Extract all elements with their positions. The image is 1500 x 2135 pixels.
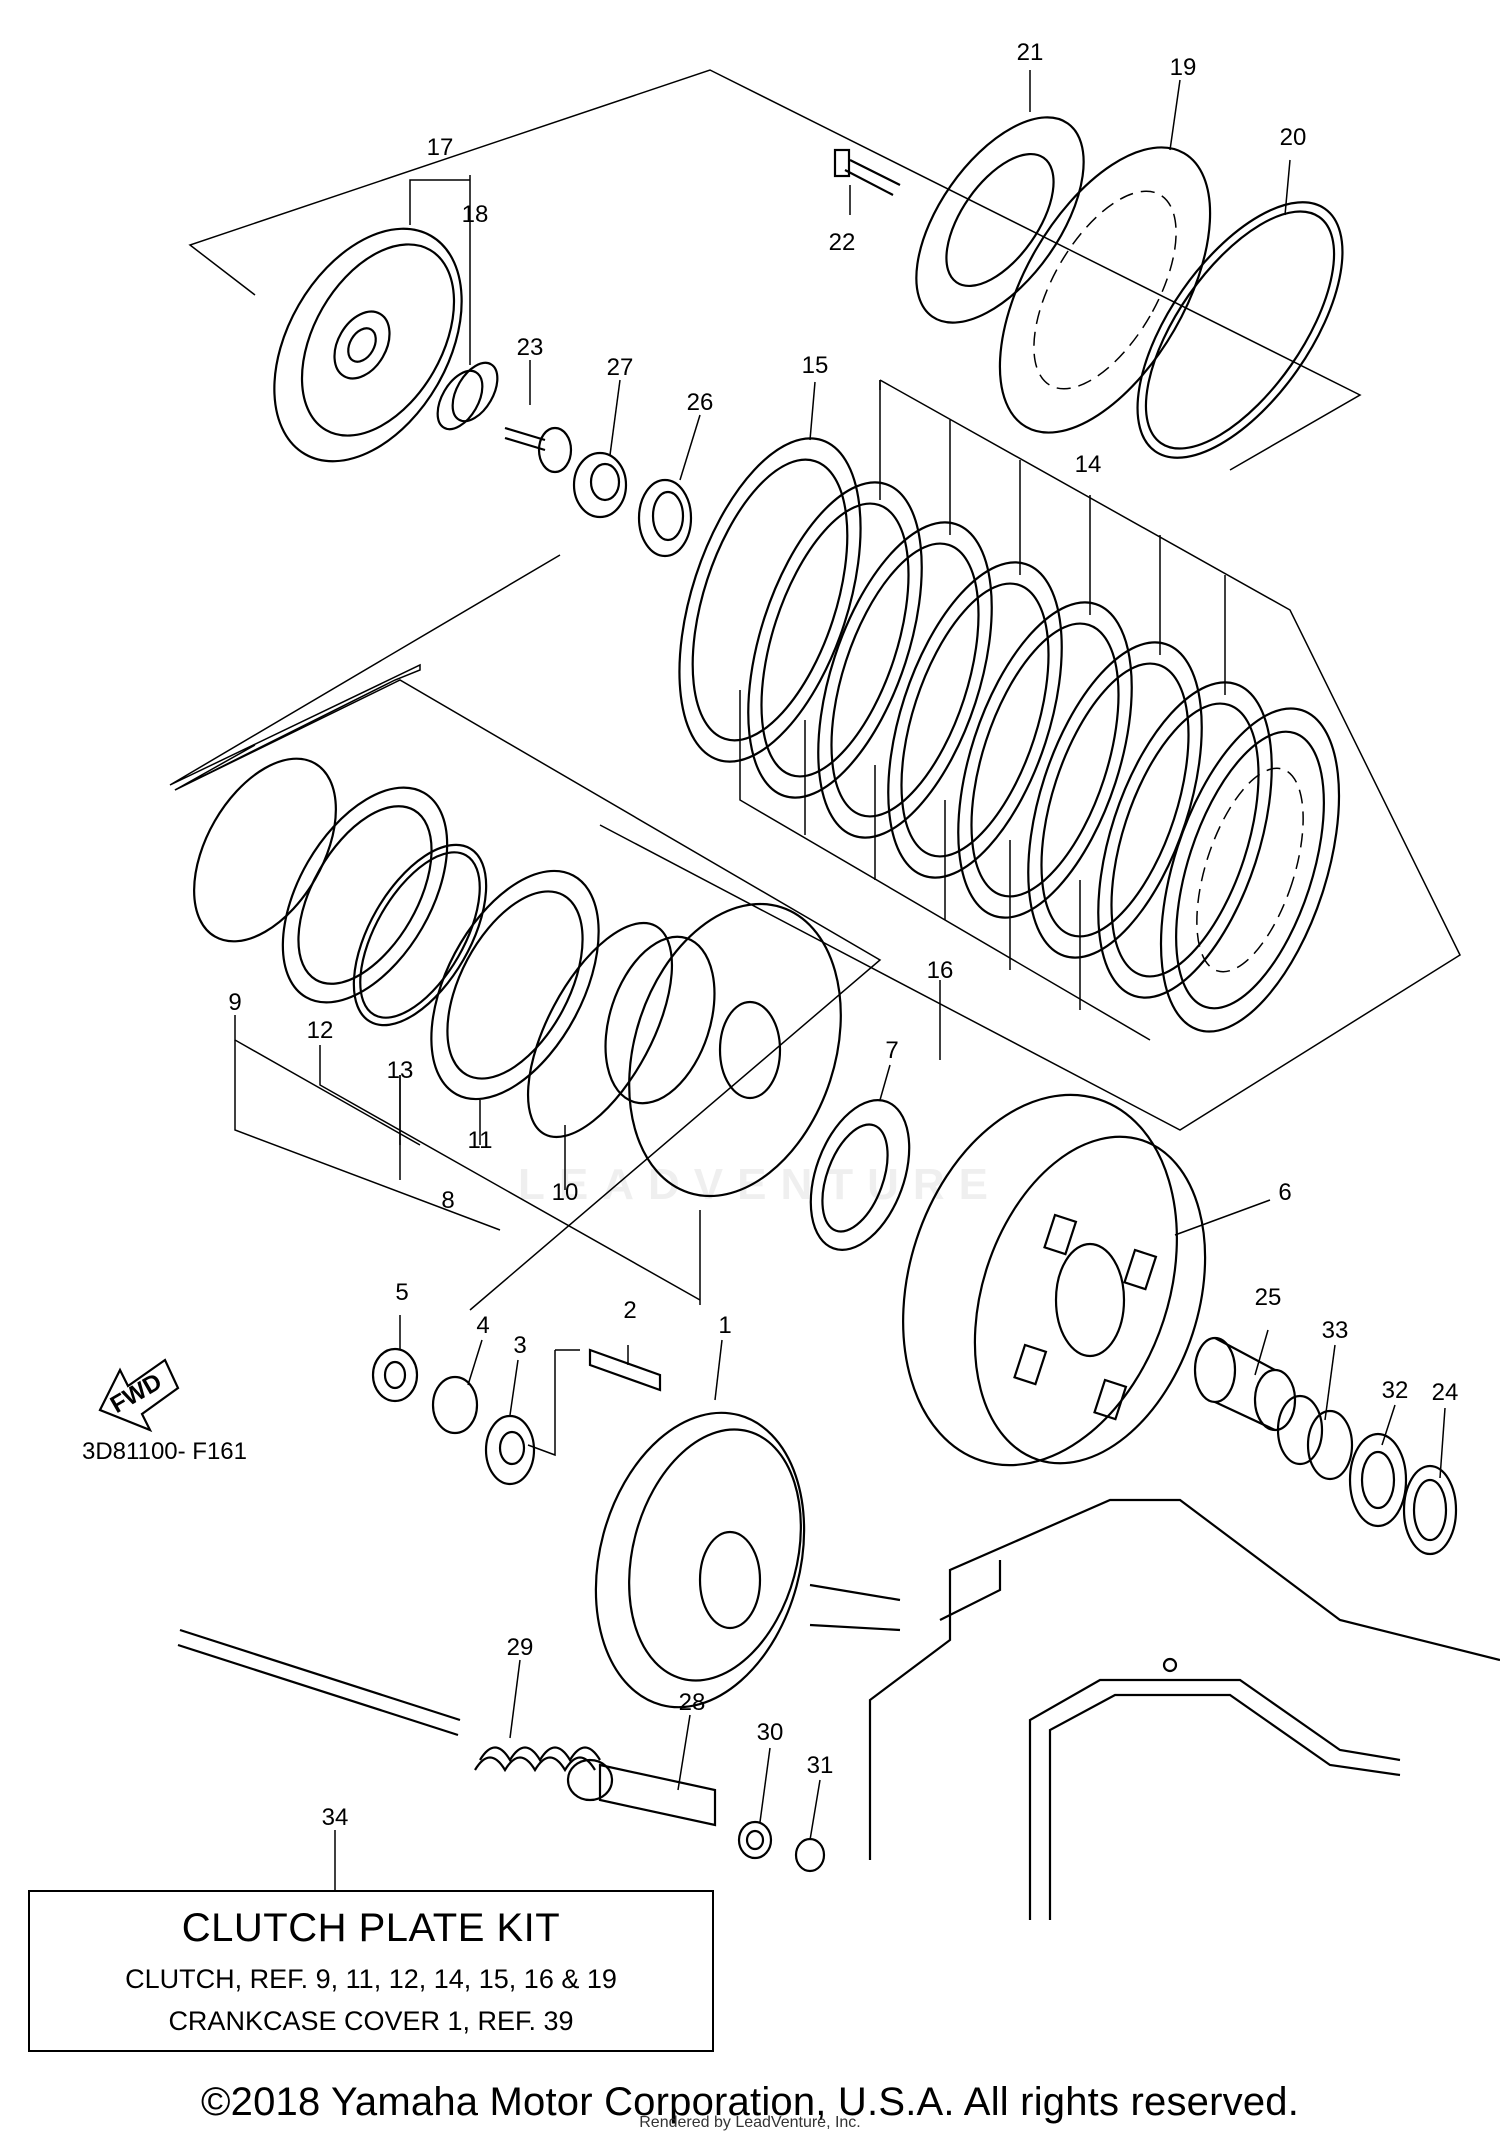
callout-30: 30 [757,1719,784,1746]
push-rod-23 [504,426,573,474]
frame-upper [188,69,1362,471]
circlip-31 [794,1837,826,1873]
callout-10: 10 [552,1179,579,1206]
bolt-22 [833,148,901,196]
circlip-10 [526,921,674,1139]
callout-7: 7 [885,1037,898,1064]
plate-11 [430,869,600,1101]
lever-28 [566,1758,717,1827]
mainshaft [177,1583,901,1737]
plate-stack [678,380,1341,1041]
copyright: ©2018 Yamaha Motor Corporation, U.S.A. A… [200,2080,1300,2124]
callout-34: 34 [322,1804,349,1831]
leaders [234,70,1446,1890]
washer-4 [431,1375,479,1435]
callouts: 1 2 3 4 5 6 7 8 9 10 11 12 13 14 15 16 1… [228,39,1458,1831]
spring-29 [474,1746,601,1773]
kit-title: CLUTCH PLATE KIT [181,1906,561,1950]
callout-25: 25 [1255,1284,1282,1311]
callout-33: 33 [1322,1317,1349,1344]
callout-17: 17 [427,134,454,161]
callout-16: 16 [927,957,954,984]
callout-2: 2 [623,1297,636,1324]
frame-lower [169,554,561,791]
plate-21 [915,116,1085,324]
washer-26 [637,478,693,558]
spring-9 [193,757,337,943]
callout-4: 4 [476,1312,489,1339]
callout-3: 3 [513,1332,526,1359]
seat-13 [352,843,488,1027]
washer-3 [484,1414,536,1486]
callout-31: 31 [807,1752,834,1779]
bearing-18 [436,361,499,431]
crankcase-outline [868,1498,1500,1920]
callout-28: 28 [679,1689,706,1716]
washer-24 [1402,1464,1458,1556]
nut-5 [371,1347,419,1403]
callout-6: 6 [1278,1179,1291,1206]
callout-18: 18 [462,201,489,228]
washer-7 [809,1099,911,1251]
plate-19 [998,146,1212,434]
kit-line-clutch: CLUTCH, REF. 9, 11, 12, 14, 15, 16 & 19 [125,1964,617,1994]
callout-26: 26 [687,389,714,416]
callout-12: 12 [307,1017,334,1044]
callout-21: 21 [1017,39,1044,66]
ring-20 [1136,201,1344,459]
callout-32: 32 [1382,1377,1409,1404]
callout-13: 13 [387,1057,414,1084]
fwd-arrow-icon: FWD [98,1358,180,1433]
kit-line-crankcase: CRANKCASE COVER 1, REF. 39 [168,2006,574,2036]
fwd-label: FWD [106,1368,167,1419]
callout-1: 1 [718,1312,731,1339]
callout-24: 24 [1432,1379,1459,1406]
watermark: LEADVENTURE [517,1160,1003,1209]
callout-19: 19 [1170,54,1197,81]
frame-plates [599,379,1461,1131]
bearing-33 [1276,1394,1354,1481]
gear-1 [594,1411,806,1709]
callout-20: 20 [1280,124,1307,151]
callout-11: 11 [468,1127,493,1154]
pressure-plate [273,227,463,463]
clutch-housing-6 [902,1093,1207,1467]
callout-23: 23 [517,334,544,361]
spacer-25 [1193,1336,1297,1432]
plate-12 [281,786,449,1004]
callout-27: 27 [607,354,634,381]
clutch-boss [604,902,842,1198]
callout-22: 22 [829,229,856,256]
callout-14: 14 [1075,451,1102,478]
diagram-code: 3D81100- F161 [82,1438,247,1465]
clutch-plate-kit-box: CLUTCH PLATE KIT CLUTCH, REF. 9, 11, 12,… [28,1890,714,2052]
callout-5: 5 [395,1279,408,1306]
rendered-by: Rendered by LeadVenture, Inc. [639,2114,861,2131]
key-2 [527,1348,662,1457]
frame-lower-box [174,679,882,1311]
washer-32 [1348,1432,1408,1528]
callout-9: 9 [228,989,241,1016]
nut-27 [572,451,628,519]
callout-29: 29 [507,1634,534,1661]
washer-30 [737,1820,773,1860]
callout-8: 8 [441,1187,454,1214]
callout-15: 15 [802,352,829,379]
